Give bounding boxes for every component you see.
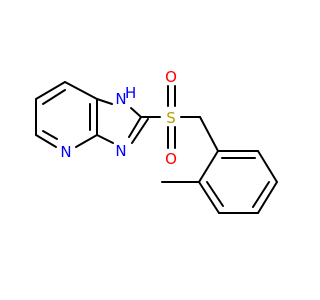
bond-imid-4 bbox=[131, 118, 149, 144]
bond-imid-5 bbox=[96, 134, 114, 144]
bond-imid-2 bbox=[130, 107, 142, 118]
atom-nh-label: N bbox=[115, 90, 126, 108]
bond-benz-3 bbox=[257, 181, 278, 214]
bond-pyr-4 bbox=[75, 134, 98, 148]
bond-benz-2 bbox=[257, 150, 278, 183]
bond-pyr-double-1 bbox=[42, 89, 66, 105]
molecule-svg: N H N N S O O bbox=[35, 68, 278, 214]
bond-benz-double-3 bbox=[206, 181, 224, 207]
atom-n-imidazole: N bbox=[115, 142, 126, 160]
atom-n-pyridine: N bbox=[60, 143, 71, 161]
atom-oxygen-top: O bbox=[165, 68, 177, 86]
bond-benz-double-2 bbox=[252, 181, 270, 208]
atom-labels: N H N N S O O bbox=[60, 68, 177, 168]
atom-nh-n: N bbox=[115, 90, 126, 108]
bond-ch2-ring bbox=[199, 116, 219, 152]
bond-benz-5 bbox=[198, 181, 220, 214]
bond-benz-6 bbox=[198, 150, 219, 183]
bonds bbox=[35, 81, 278, 214]
atom-nh-h: H bbox=[125, 84, 136, 102]
bond-pyr-2 bbox=[64, 81, 98, 100]
atom-oxygen-bottom: O bbox=[165, 150, 177, 168]
bond-imid-1 bbox=[96, 98, 113, 105]
atom-nh-h-glyph: H bbox=[125, 84, 136, 102]
bond-pyr-1 bbox=[35, 81, 66, 100]
bond-pyr-double-3 bbox=[42, 130, 58, 140]
structure-diagram: N H N N S O O bbox=[35, 68, 278, 214]
bond-pyr-5 bbox=[35, 134, 57, 148]
atom-sulfur: S bbox=[166, 109, 176, 127]
bond-imid-3 bbox=[128, 116, 142, 138]
